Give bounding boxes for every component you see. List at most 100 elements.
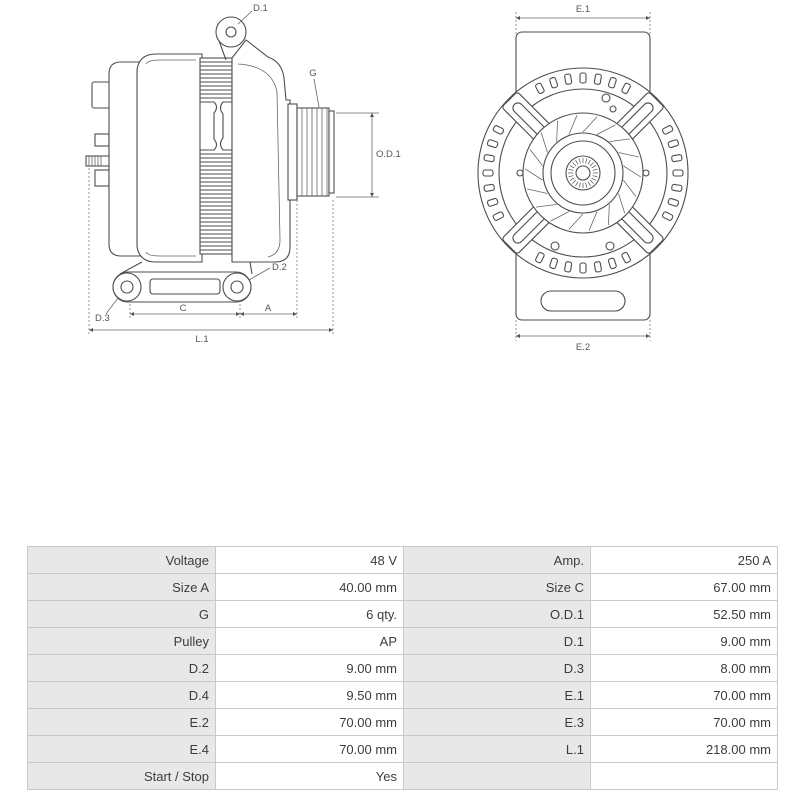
spline-tooth: [585, 158, 588, 164]
vent-slot: [579, 72, 587, 84]
vent-slot: [661, 125, 674, 135]
d2-leader: [248, 267, 271, 281]
stator-fins: [200, 61, 232, 251]
spline-tooth: [568, 175, 574, 178]
label-a: A: [265, 303, 272, 314]
spline-tooth: [578, 158, 581, 164]
spline-tooth: [578, 182, 581, 188]
fan-blade: [527, 188, 548, 194]
rear-connector: [91, 81, 111, 109]
spec-row: Start / Stop Yes: [27, 762, 778, 790]
housing-hole: [642, 169, 650, 177]
spec-value-empty: [590, 762, 778, 790]
vent-slot: [667, 139, 680, 149]
fan-blade: [568, 213, 584, 230]
spec-label: D.1: [403, 627, 591, 655]
fan-blade: [582, 116, 598, 133]
spec-label: Voltage: [27, 546, 216, 574]
spec-value: 70.00 mm: [215, 735, 404, 763]
spec-value: 9.50 mm: [215, 681, 404, 709]
front-housing: [231, 39, 291, 263]
label-l1: L.1: [195, 334, 208, 345]
vent-slot: [671, 183, 683, 192]
vent-slot: [482, 169, 494, 177]
pulley-ribs: [301, 108, 328, 196]
fan-blade: [536, 204, 557, 208]
label-d1: D.1: [253, 3, 268, 14]
rear-housing-edge: [145, 59, 196, 257]
vent-slot: [621, 82, 631, 95]
spec-label: E.4: [27, 735, 216, 763]
stator-section: [199, 57, 233, 255]
vent-slot: [549, 257, 559, 270]
vent-slot: [621, 251, 631, 264]
d1-leader: [237, 10, 253, 25]
stator-waist: [200, 101, 232, 151]
spec-label: D.2: [27, 654, 216, 682]
spec-value: 9.00 mm: [215, 654, 404, 682]
vent-slot: [593, 73, 602, 85]
spec-value: 218.00 mm: [590, 735, 778, 763]
threaded-stud: [85, 155, 111, 167]
side-view: D.1 G O.D.1 D.2 D.3 C A: [85, 3, 401, 345]
spec-table: Voltage 48 V Amp. 250 A Size A 40.00 mm …: [27, 546, 778, 790]
fan-blade: [623, 179, 637, 197]
vent-slot: [593, 261, 602, 273]
vent-slot: [486, 197, 499, 207]
spec-value: 67.00 mm: [590, 573, 778, 601]
vent-ring: [482, 72, 684, 274]
terminal-housing: [94, 169, 110, 187]
spline-tooth: [569, 177, 575, 181]
fan-blades: [524, 115, 642, 231]
vent-slot: [667, 197, 680, 207]
label-e1: E.1: [576, 4, 590, 15]
vent-slot: [492, 211, 505, 221]
spline-tooth: [587, 159, 591, 165]
g-leader: [313, 78, 320, 108]
housing-hole: [516, 169, 524, 177]
spline-tooth: [572, 179, 577, 184]
spec-row: Voltage 48 V Amp. 250 A: [27, 546, 778, 574]
vent-slot: [671, 154, 683, 163]
spec-row: G 6 qty. O.D.1 52.50 mm: [27, 600, 778, 628]
fan-blade: [588, 211, 598, 231]
vent-slot: [483, 154, 495, 163]
housing-inner-ring: [498, 88, 668, 258]
spline-tooth: [589, 179, 594, 184]
vent-slot: [535, 251, 545, 264]
hub-ring: [550, 140, 616, 206]
d3-leader: [105, 297, 119, 315]
spec-row: Size A 40.00 mm Size C 67.00 mm: [27, 573, 778, 601]
fan-blade: [618, 193, 626, 214]
spline-tooth: [591, 177, 597, 181]
fan-blade: [550, 211, 570, 222]
fan-blade: [524, 168, 543, 181]
housing-hole: [550, 241, 560, 251]
housing-hole: [609, 105, 617, 113]
spec-label: Amp.: [403, 546, 591, 574]
vent-slot: [607, 76, 617, 89]
spec-value: 70.00 mm: [590, 681, 778, 709]
vent-slot: [483, 183, 495, 192]
fan-blade: [568, 115, 578, 135]
spline-tooth: [592, 168, 598, 171]
pulley-flange: [287, 103, 298, 201]
vent-slot: [535, 82, 545, 95]
spline-tooth: [585, 182, 588, 188]
fan-blade: [618, 152, 639, 158]
spec-label: Size A: [27, 573, 216, 601]
spline-tooth: [572, 162, 577, 167]
spline-tooth: [587, 181, 591, 187]
extension-lines: [88, 164, 334, 336]
front-view: E.1: [477, 4, 689, 353]
label-c: C: [180, 303, 187, 314]
housing-hole: [605, 241, 615, 251]
vent-slot: [564, 73, 573, 85]
spec-value: 9.00 mm: [590, 627, 778, 655]
od1-extension: [336, 112, 379, 198]
spec-row: D.4 9.50 mm E.1 70.00 mm: [27, 681, 778, 709]
vent-slot: [607, 257, 617, 270]
spec-row: D.2 9.00 mm D.3 8.00 mm: [27, 654, 778, 682]
spline-tooth: [569, 165, 575, 169]
spec-value: 70.00 mm: [590, 708, 778, 736]
